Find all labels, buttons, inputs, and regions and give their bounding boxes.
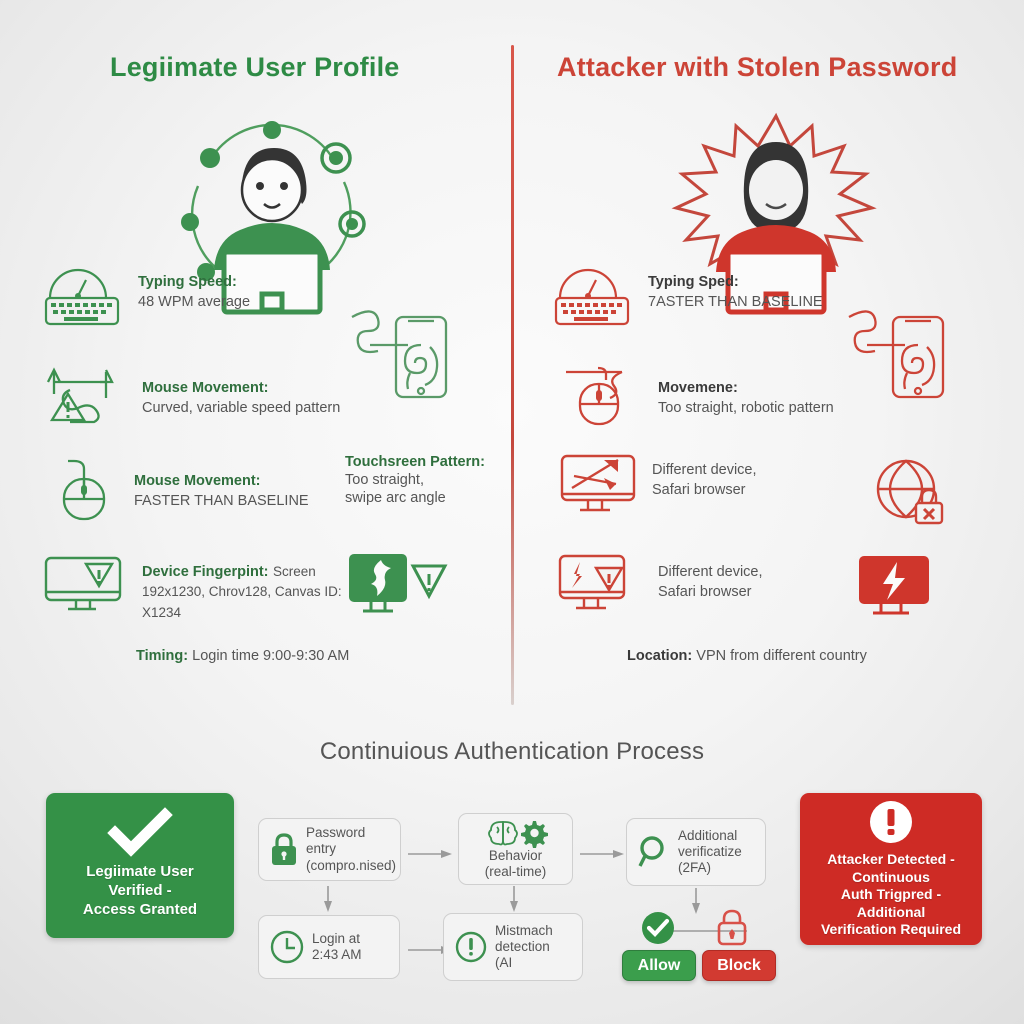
verdict-attacker-line4: Verification Required (820, 921, 962, 938)
left-touchscreen-value-line1: Too straight, (345, 472, 424, 488)
checkmark-icon (107, 807, 173, 857)
right-feature-device-1: Different device, Safari browser (556, 452, 856, 518)
left-footer-value: Login time 9:00-9:30 AM (192, 648, 350, 664)
left-feature-device-fingerprint: Device Fingerpint: Screen 192x1230, Chro… (40, 552, 350, 623)
flow-behavior-line1: Behavior (488, 847, 543, 863)
right-feature-value-line2: Safari browser (652, 482, 746, 499)
flow-box-behavior[interactable]: Behavior (real-time) (458, 813, 573, 885)
left-feature-value: Curved, variable speed pattern (142, 400, 341, 417)
verdict-legitimate-line2: Verified - (108, 882, 172, 900)
legitimate-user-avatar (168, 112, 376, 315)
right-feature-label: Movemene: (658, 380, 738, 396)
left-feature-label: Typing Speed: (138, 274, 237, 290)
mouse-path-icon (560, 362, 646, 428)
keyboard-speedometer-icon (550, 268, 636, 328)
verdict-attacker-line2: Continuous (852, 868, 930, 885)
left-touchscreen-pattern: Touchsreen Pattern: Too straight, swipe … (345, 453, 505, 507)
right-feature-typing-speed: Typing Sped: 7ASTER THAN BASELINE (550, 268, 850, 328)
left-feature-mouse-movement-curved: Mouse Movement: Curved, variable speed p… (40, 360, 370, 424)
left-touchscreen-value-line2: swipe arc angle (345, 490, 446, 506)
flow-arrow-1 (408, 848, 452, 860)
block-button-label: Block (717, 956, 761, 974)
flow-box-password-entry[interactable]: Password entry (compro.nised) (258, 818, 401, 881)
left-footer-label: Timing: (136, 648, 189, 664)
right-feature-value-line1: Different device, (658, 564, 763, 580)
flow-mismatch-line1: Mistmach (495, 922, 553, 938)
process-title: Continuious Authentication Process (319, 738, 705, 765)
right-feature-value: Too straight, robotic pattern (658, 400, 834, 417)
flow-password-line1: Password entry (306, 825, 366, 857)
flow-arrow-down-2 (508, 886, 520, 912)
verdict-attacker-line3: Auth Trigpred - Additional (840, 886, 942, 920)
left-feature-value: FASTER THAN BASELINE (134, 493, 309, 510)
clock-icon (269, 929, 305, 965)
block-button[interactable]: Block (702, 950, 776, 981)
left-feature-label: Device Fingerpint: (142, 564, 269, 580)
exclamation-circle-icon (868, 799, 914, 845)
right-footer-label: Location: (627, 648, 693, 664)
right-feature-value-line2: Safari browser (658, 584, 752, 601)
monitor-crack-warning-icon (556, 552, 646, 618)
flow-box-login-time[interactable]: Login at 2:43 AM (258, 915, 400, 979)
warning-circle-icon (454, 930, 488, 964)
flow-arrow-down-1 (322, 886, 334, 912)
monitor-arrows-icon (556, 452, 640, 518)
flow-arrow-down-3 (690, 888, 702, 914)
flow-login-line1: Login at (312, 930, 361, 946)
monitor-warning-icon (40, 552, 130, 614)
left-column-title: Legiimate User Profile (110, 52, 400, 82)
left-feature-mouse-movement-baseline: Mouse Movement: FASTER THAN BASELINE (48, 455, 348, 523)
check-circle-icon (641, 911, 675, 945)
tablet-fingerprint-swipe-red-icon (845, 303, 953, 411)
flow-verification-line1: Additional (678, 827, 738, 843)
verdict-attacker-line1: Attacker Detected - (827, 850, 955, 867)
left-footer-timing: Timing: Login time 9:00-9:30 AM (136, 648, 349, 664)
flow-box-additional-verification[interactable]: Additional verificatize (2FA) (626, 818, 766, 886)
verdict-legitimate-line3: Access Granted (82, 900, 198, 918)
left-feature-value: Screen 192x1230, Chrov128, Canvas ID: X1… (142, 564, 342, 620)
right-feature-movement: Movemene: Too straight, robotic pattern (560, 362, 880, 428)
right-feature-label: Typing Sped: (648, 274, 739, 290)
mouse-path-warning-icon (40, 360, 130, 424)
monitor-alert-green-icon (345, 550, 455, 620)
allow-button[interactable]: Allow (622, 950, 696, 981)
monitor-bolt-red-icon (855, 552, 941, 620)
verdict-attacker: Attacker Detected - Continuous Auth Trig… (800, 793, 982, 945)
flow-mismatch-line3: (AI (495, 955, 513, 971)
mouse-icon (48, 455, 122, 523)
left-feature-value: 48 WPM average (138, 294, 251, 311)
globe-lock-x-icon (872, 455, 948, 531)
column-divider (511, 45, 514, 705)
left-feature-label: Mouse Movement: (142, 380, 269, 396)
flow-arrow-2 (580, 848, 624, 860)
right-feature-device-2: Different device, Safari browser (556, 552, 856, 618)
right-column-title: Attacker with Stolen Password (557, 52, 958, 82)
left-touchscreen-label: Touchsreen Pattern: (345, 454, 485, 470)
lock-icon (269, 832, 299, 867)
magnifier-icon (637, 834, 671, 870)
right-feature-value-line1: Different device, (652, 462, 757, 478)
lock-red-icon (715, 908, 749, 946)
tablet-fingerprint-swipe-icon (348, 303, 456, 411)
attacker-avatar (671, 112, 880, 315)
flow-password-line2: (compro.nised) (306, 857, 397, 873)
left-feature-label: Mouse Movement: (134, 473, 261, 489)
flow-verification-line3: (2FA) (678, 860, 712, 876)
verdict-legitimate-line1: Legiimate User (86, 863, 194, 881)
flow-box-mismatch-detection[interactable]: Mistmach detection (AI (443, 913, 583, 981)
flow-login-line2: 2:43 AM (312, 947, 362, 962)
flow-verification-line2: verificatize (678, 843, 742, 859)
right-footer-location: Location: VPN from different country (627, 648, 867, 664)
left-feature-typing-speed: Typing Speed: 48 WPM average (40, 268, 340, 328)
allow-button-label: Allow (637, 956, 681, 974)
verdict-legitimate: Legiimate User Verified - Access Granted (46, 793, 234, 938)
flow-behavior-line2: (real-time) (484, 864, 547, 879)
right-footer-value: VPN from different country (696, 648, 867, 664)
right-feature-value: 7ASTER THAN BASELINE (648, 294, 823, 311)
flow-mismatch-line2: detection (495, 938, 550, 954)
keyboard-speedometer-icon (40, 268, 126, 328)
brain-gear-icon (485, 818, 548, 848)
